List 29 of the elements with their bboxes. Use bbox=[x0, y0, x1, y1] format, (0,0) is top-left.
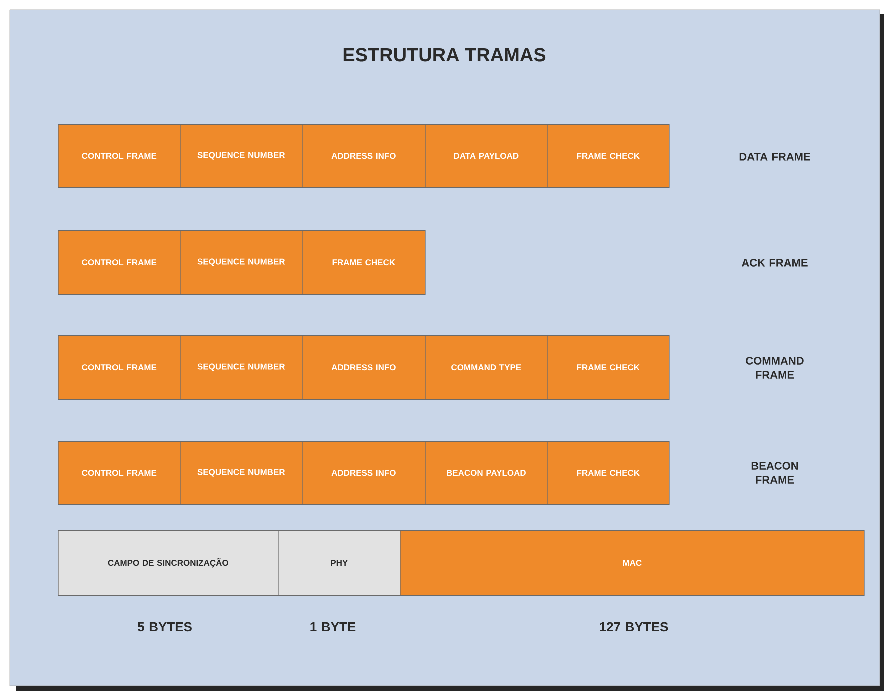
field-box: CONTROL FRAME bbox=[58, 230, 181, 295]
frame-name: ACK FRAME bbox=[742, 259, 808, 267]
field-box: CAMPO DE SINCRONIZAÇÃO bbox=[58, 530, 279, 596]
field-box: SEQUENCE NUMBER bbox=[180, 124, 303, 188]
field-box: CONTROL FRAME bbox=[58, 124, 181, 188]
frame-name: COMMAND FRAME bbox=[746, 357, 804, 379]
field-box: COMMAND TYPE bbox=[425, 335, 548, 400]
size-label: 1 BYTE bbox=[310, 622, 356, 632]
frame-name: DATA FRAME bbox=[740, 153, 810, 161]
field-box: PHY bbox=[278, 530, 401, 596]
field-box: FRAME CHECK bbox=[547, 335, 670, 400]
size-label: 5 BYTES bbox=[138, 622, 192, 632]
field-box: DATA PAYLOAD bbox=[425, 124, 548, 188]
field-box: CONTROL FRAME bbox=[58, 441, 181, 505]
field-box: ADDRESS INFO bbox=[302, 441, 426, 505]
field-box: BEACON PAYLOAD bbox=[425, 441, 548, 505]
field-box: ADDRESS INFO bbox=[302, 335, 426, 400]
field-box: SEQUENCE NUMBER bbox=[180, 441, 303, 505]
field-box: CONTROL FRAME bbox=[58, 335, 181, 400]
size-label: 127 BYTES bbox=[600, 622, 668, 632]
frame-name: BEACON FRAME bbox=[752, 462, 798, 484]
field-box: FRAME CHECK bbox=[302, 230, 426, 295]
title: ESTRUTURA TRAMAS bbox=[344, 48, 546, 62]
field-box: FRAME CHECK bbox=[547, 441, 670, 505]
field-box: SEQUENCE NUMBER bbox=[180, 335, 303, 400]
field-box: MAC bbox=[400, 530, 865, 596]
field-box: FRAME CHECK bbox=[547, 124, 670, 188]
field-box: ADDRESS INFO bbox=[302, 124, 426, 188]
field-box: SEQUENCE NUMBER bbox=[180, 230, 303, 295]
